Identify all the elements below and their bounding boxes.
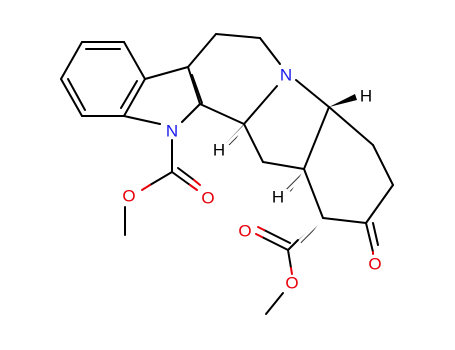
o-carbamate-ether-label: O bbox=[122, 187, 135, 206]
pyrrole-ring bbox=[123, 66, 203, 125]
n-indole-label: N bbox=[166, 122, 178, 141]
n-quinolizidine-label: N bbox=[280, 66, 292, 85]
benzene-ring bbox=[60, 41, 146, 117]
ring-d bbox=[243, 79, 330, 170]
ester-group bbox=[255, 226, 299, 315]
carbamate-group bbox=[124, 139, 201, 236]
ketone-group bbox=[365, 222, 379, 255]
ring-c bbox=[187, 33, 281, 125]
o-carbamate-carbonyl-label: O bbox=[201, 189, 214, 208]
o-ketone-label: O bbox=[368, 255, 381, 274]
ring-e bbox=[303, 106, 394, 224]
o-ester-ether-label: O bbox=[285, 274, 298, 293]
h-c15-label: H bbox=[360, 87, 372, 106]
h-c20-label: H bbox=[272, 188, 284, 207]
o-ester-carbonyl-label: O bbox=[238, 222, 251, 241]
h-c3-label: H bbox=[213, 141, 225, 160]
stereo-bonds bbox=[226, 94, 357, 245]
